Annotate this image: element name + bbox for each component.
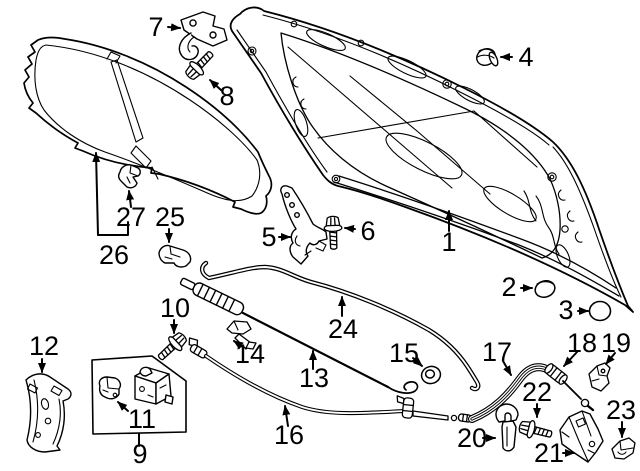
callout-6[interactable]: 6 [344, 216, 376, 246]
callout-18[interactable]: 18 [563, 328, 597, 367]
callouts: 1 2 3 4 5 6 7 8 [29, 12, 636, 469]
callout-6-label: 6 [360, 216, 375, 246]
callout-27-label: 27 [116, 202, 146, 232]
callout-9[interactable]: 9 [132, 433, 148, 469]
callout-25-label: 25 [155, 202, 185, 232]
callout-15[interactable]: 15 [389, 338, 423, 368]
part-12-bracket [25, 373, 72, 453]
callout-11[interactable]: 11 [117, 401, 156, 434]
callout-26-label: 26 [99, 240, 129, 270]
callout-26-arrow [92, 152, 101, 236]
part-26-insulator-pad [23, 36, 273, 215]
callout-18-label: 18 [567, 328, 597, 358]
callout-23-label: 23 [606, 395, 636, 425]
callout-8-label: 8 [219, 81, 234, 111]
callout-20-label: 20 [457, 423, 487, 453]
callout-17[interactable]: 17 [482, 337, 512, 376]
callout-21-label: 21 [534, 438, 564, 468]
callout-7-arrow [167, 23, 181, 32]
callout-15-arrow [412, 357, 423, 367]
callout-12-label: 12 [29, 331, 59, 361]
callout-17-arrow [502, 360, 512, 376]
part-5-hinge [280, 185, 328, 265]
callout-2-label: 2 [501, 272, 516, 302]
callout-15-label: 15 [389, 338, 419, 368]
callout-9-label: 9 [132, 439, 147, 469]
callout-25[interactable]: 25 [155, 202, 185, 243]
part-15-grommet [420, 365, 442, 385]
callout-2[interactable]: 2 [501, 272, 533, 302]
hood-cross-braces [287, 46, 538, 195]
callout-7-label: 7 [148, 12, 163, 42]
part-23-clip [611, 437, 636, 460]
part-18-cable-end [544, 363, 595, 412]
callout-10-label: 10 [160, 293, 190, 323]
callout-4-label: 4 [518, 42, 533, 72]
callout-24-label: 24 [328, 314, 358, 344]
callout-6-arrow [344, 224, 356, 233]
callout-22-label: 22 [522, 377, 552, 407]
hood-lightening-holes [293, 29, 571, 268]
callout-16[interactable]: 16 [274, 405, 304, 450]
callout-11-label: 11 [128, 404, 156, 434]
callout-5[interactable]: 5 [261, 222, 291, 252]
callout-3[interactable]: 3 [558, 295, 589, 325]
part-24-seal-strip [200, 260, 481, 392]
callout-16-arrow [282, 405, 291, 427]
callout-17-label: 17 [482, 337, 512, 367]
hood-bolt-holes [247, 20, 569, 233]
part-7-safety-hook [178, 11, 228, 61]
callout-1-label: 1 [441, 227, 456, 257]
hood-clip-marks [292, 76, 583, 255]
pad-crease [110, 59, 144, 143]
callout-11-arrow [117, 401, 129, 412]
callout-13-label: 13 [299, 363, 329, 393]
part-21-bracket [559, 410, 604, 463]
callout-14-label: 14 [235, 339, 265, 369]
part-3-grommet [588, 300, 612, 322]
callout-16-label: 16 [274, 420, 304, 450]
part-1-hood-panel [229, 6, 634, 313]
part-17-release-cable [468, 363, 555, 423]
callout-22[interactable]: 22 [522, 377, 552, 418]
part-2-plug [534, 280, 556, 298]
callout-3-label: 3 [558, 295, 573, 325]
callout-19-arrow [605, 352, 616, 365]
callout-19-label: 19 [601, 328, 631, 358]
callout-27[interactable]: 27 [116, 190, 146, 232]
part-27-clip [117, 164, 141, 189]
callout-10[interactable]: 10 [160, 293, 190, 334]
callout-23[interactable]: 23 [606, 395, 636, 438]
callout-26-bracket [97, 221, 129, 236]
part-20-release-lever [495, 403, 519, 452]
part-19-clip [588, 362, 611, 392]
callout-19[interactable]: 19 [601, 328, 631, 365]
callout-14-arrow [233, 340, 244, 350]
callout-21[interactable]: 21 [534, 438, 575, 468]
callout-24[interactable]: 24 [328, 296, 358, 344]
callout-14[interactable]: 14 [233, 339, 265, 369]
callout-5-label: 5 [261, 222, 276, 252]
callout-18-arrow [563, 351, 578, 367]
part-11-switch [98, 376, 122, 400]
callout-8[interactable]: 8 [209, 79, 235, 111]
callout-8-arrow [209, 79, 222, 91]
part-4-plug [476, 48, 499, 67]
part-16-release-cable [188, 337, 473, 423]
callout-20[interactable]: 20 [457, 423, 496, 453]
part-10-bolt [153, 328, 191, 366]
callout-26[interactable]: 26 [92, 152, 129, 270]
callout-7[interactable]: 7 [148, 12, 181, 42]
part-25-clip [158, 244, 192, 268]
callout-1[interactable]: 1 [441, 210, 457, 257]
part-9-hood-latch [134, 366, 174, 405]
callout-13[interactable]: 13 [299, 350, 329, 393]
callout-12[interactable]: 12 [29, 331, 59, 373]
callout-4[interactable]: 4 [500, 42, 534, 72]
callout-27-arrow [126, 190, 135, 208]
